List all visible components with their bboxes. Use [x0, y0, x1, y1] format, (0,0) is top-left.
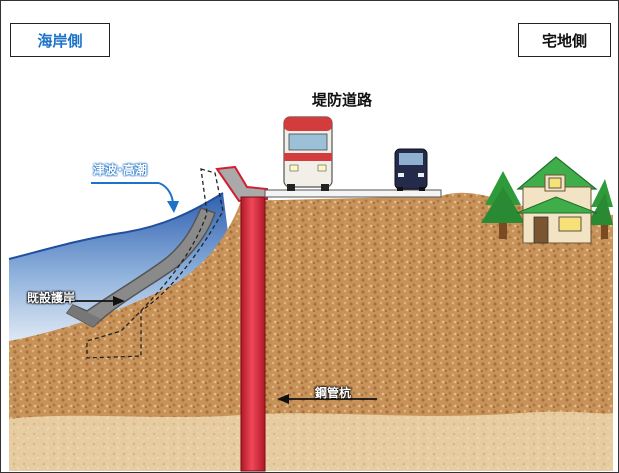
parapet-cap: [215, 165, 268, 203]
pile-arrowhead: [277, 394, 289, 404]
embankment-road: [264, 189, 442, 198]
revetment-arrowhead: [113, 296, 125, 306]
steel-pipe-pile: [240, 196, 266, 472]
house-illustration: [516, 156, 598, 244]
land-side-label: 宅地側: [518, 23, 611, 57]
tree-left: [481, 171, 525, 239]
car-illustration: [394, 148, 428, 191]
sea-surface: [8, 192, 224, 260]
tsunami-arrowhead: [167, 201, 179, 213]
revetment-base: [67, 305, 101, 327]
bus-illustration: [283, 116, 333, 191]
steel-pile-label: 鋼管杭: [315, 386, 352, 400]
existing-revetment-label: 既設護岸: [27, 291, 76, 305]
sea-water: [9, 193, 231, 341]
embankment-road-label: 堤防道路: [312, 91, 373, 109]
ground-soil: [9, 192, 613, 471]
sea-side-label: 海岸側: [10, 23, 110, 57]
tree-right: [587, 179, 613, 239]
tsunami-label: 津波･高潮: [93, 163, 148, 177]
sand-layer: [9, 411, 613, 471]
revetment-dashed-outline: [86, 168, 224, 359]
